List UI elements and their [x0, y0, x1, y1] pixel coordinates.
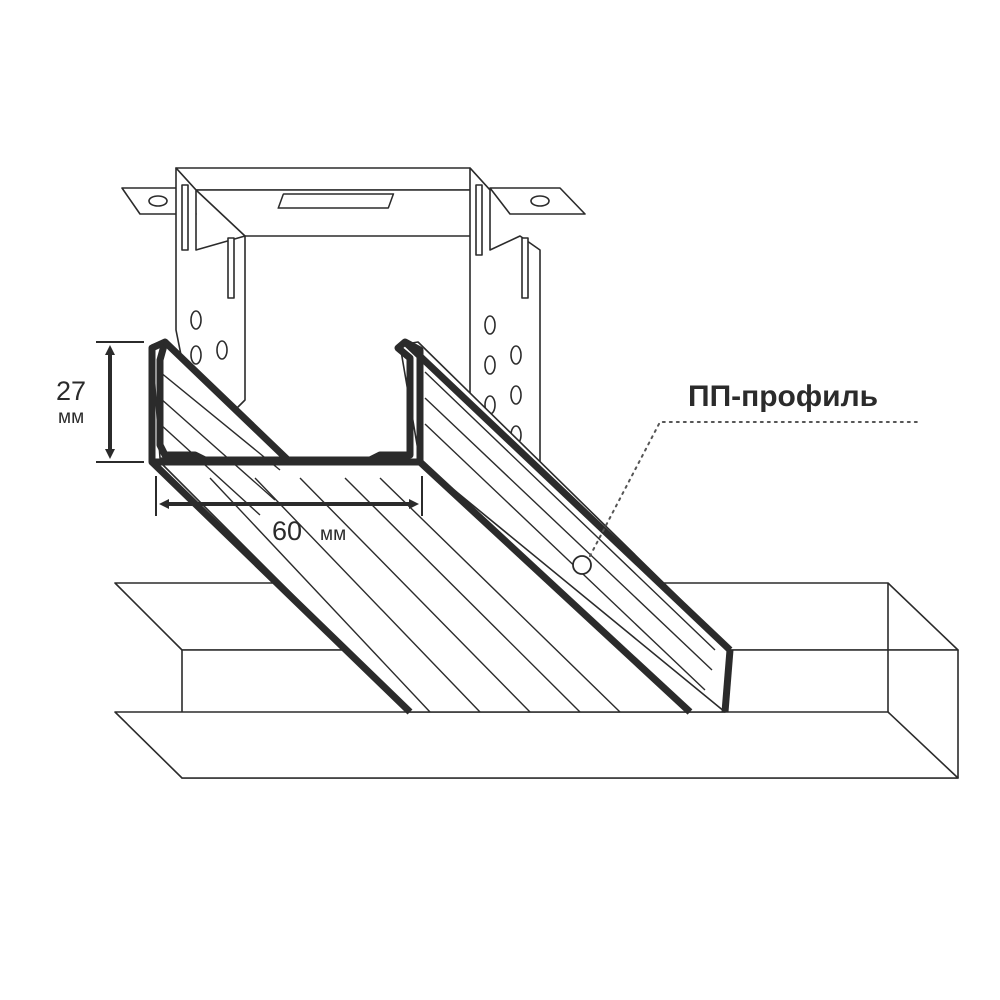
- height-value-label: 27: [56, 376, 86, 406]
- hanger-right-ear-hole: [530, 195, 550, 207]
- height-unit-label: мм: [58, 407, 84, 428]
- profile-rib-line: [424, 397, 713, 671]
- callout-leader-line: [589, 421, 921, 557]
- profile-name-label: ПП-профиль: [688, 380, 878, 413]
- hanger-hole: [510, 345, 522, 365]
- hanger-hole: [190, 345, 202, 365]
- hanger-hole: [510, 385, 522, 405]
- profile-ribs: [159, 371, 716, 713]
- profile-cross-section: [148, 338, 424, 466]
- profile-rib-line: [299, 477, 531, 713]
- width-value-label: 60: [272, 516, 302, 546]
- callout-anchor: [572, 555, 592, 575]
- profile-rib-line: [209, 477, 431, 713]
- width-dimension: 60 мм: [155, 476, 423, 546]
- profile-rib-line: [424, 371, 716, 651]
- hanger-left-ear-hole: [148, 195, 168, 207]
- profile-rib-line: [379, 477, 621, 713]
- profile-rib-line: [159, 397, 276, 501]
- profile-rib-line: [344, 477, 581, 713]
- hanger-hole: [216, 340, 228, 360]
- height-dimension: 27 мм: [56, 341, 144, 463]
- hanger-slot: [277, 193, 395, 209]
- beam-bottom-plank: [114, 711, 959, 779]
- hanger-hole: [190, 310, 202, 330]
- profile-rib-line: [159, 371, 281, 471]
- profile-callout: ПП-профиль: [572, 380, 921, 575]
- hanger-hole: [484, 355, 496, 375]
- hanger-back-plate: [175, 167, 491, 191]
- profile-rib-line: [424, 423, 706, 691]
- hanger-hole: [484, 315, 496, 335]
- width-unit-label: мм: [320, 524, 346, 545]
- pp-profile: [148, 338, 734, 715]
- profile-rib-line: [254, 477, 481, 713]
